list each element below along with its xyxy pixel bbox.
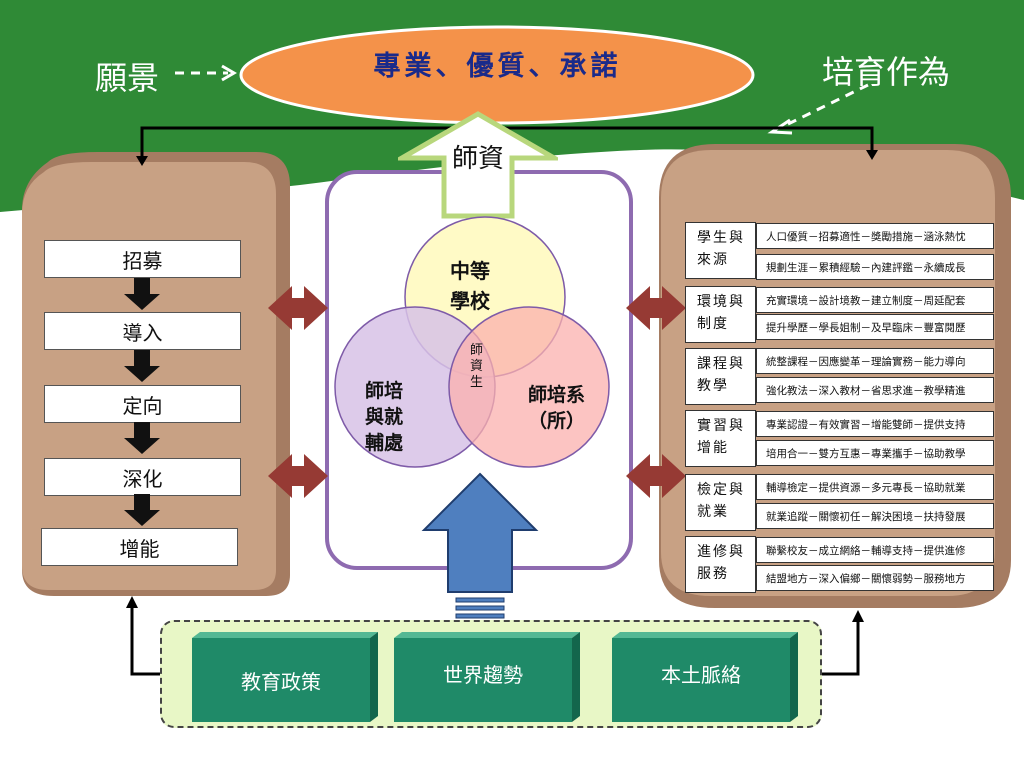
flow-step-orientation: 定向: [44, 385, 241, 423]
venn-diagram: [334, 216, 610, 468]
foundation-boxes-3d: [192, 632, 798, 722]
foundation-connectors: [126, 596, 864, 676]
category-environment: 環境與 制度: [685, 286, 756, 343]
category-item: 輔導檢定－提供資源－多元專長－協助就業: [756, 474, 994, 500]
venn-left-label: 師培 與就 輔處: [365, 380, 404, 454]
venn-right-label: 師培系 （所）: [528, 384, 586, 432]
category-employment: 檢定與 就業: [685, 474, 756, 531]
flow-step-deepen: 深化: [44, 458, 241, 496]
category-item: 聯繫校友－成立網絡－輔導支持－提供進修: [756, 537, 994, 563]
cultivation-label: 培育作為: [822, 53, 951, 91]
foundation-local-context: 本土脈絡: [661, 662, 741, 687]
category-item: 專業認證－有效實習－增能雙師－提供支持: [756, 411, 994, 437]
flow-step-recruit: 招募: [44, 240, 241, 278]
category-item: 提升學歷－學長姐制－及早臨床－豐富閱歷: [756, 314, 994, 340]
dashed-arrows: [175, 64, 869, 135]
category-student: 學生與 來源: [685, 222, 756, 279]
teacher-arrow-label: 師資: [451, 144, 504, 174]
flow-step-induction: 導入: [44, 312, 241, 350]
category-item: 規劃生涯－累積經驗－內建評鑑－永續成長: [756, 254, 994, 280]
venn-center-label: 師 資 生: [470, 343, 484, 390]
vision-text: 專業、優質、承諾: [373, 51, 622, 82]
category-item: 培用合一－雙方互惠－專業攜手－協助教學: [756, 440, 994, 466]
foundation-education-policy: 教育政策: [241, 669, 321, 694]
vision-label: 願景: [95, 59, 160, 97]
venn-top-label: 中等 學校: [450, 259, 490, 313]
flow-step-empower: 增能: [41, 528, 238, 566]
category-curriculum: 課程與 教學: [685, 348, 756, 405]
category-practicum: 實習與 增能: [685, 410, 756, 467]
category-item: 人口優質－招募適性－獎勵措施－涵泳熱忱: [756, 223, 994, 249]
teacher-up-arrow: [398, 111, 558, 219]
category-item: 強化教法－深入教材－省思求進－教學精進: [756, 377, 994, 403]
category-item: 充實環境－設計境教－建立制度－周延配套: [756, 287, 994, 313]
foundation-world-trends: 世界趨勢: [443, 662, 523, 687]
foundation-up-arrow: [421, 472, 539, 619]
category-item: 結盟地方－深入偏鄉－關懷弱勢－服務地方: [756, 565, 994, 591]
category-service: 進修與 服務: [685, 536, 756, 593]
category-item: 統整課程－因應變革－理論實務－能力導向: [756, 348, 994, 374]
flow-down-arrows: [124, 278, 160, 526]
category-item: 就業追蹤－關懷初任－解決困境－扶持發展: [756, 503, 994, 529]
